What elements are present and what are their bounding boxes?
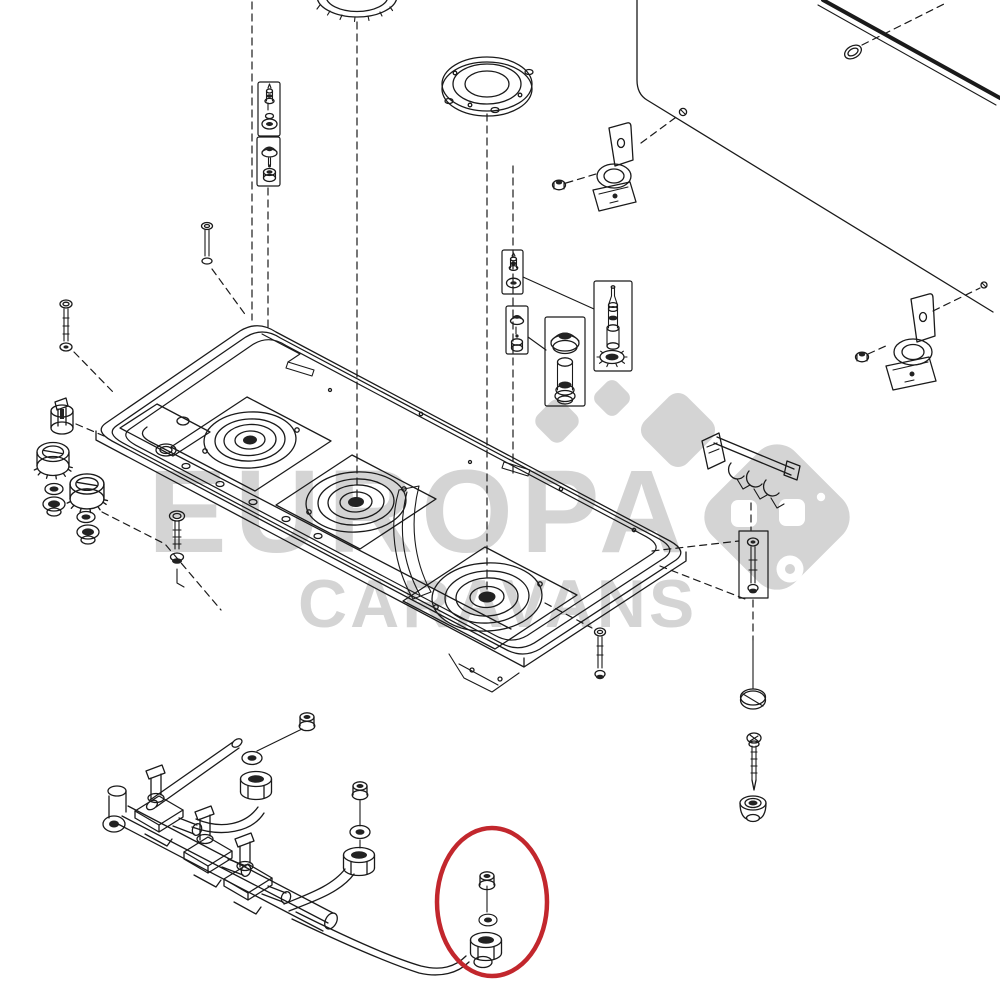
cap-nut-1	[298, 712, 316, 732]
screw-left-mid	[168, 510, 186, 588]
lid-screw	[678, 107, 688, 117]
trough-divider	[141, 426, 512, 630]
screw-top-left-1	[200, 221, 214, 265]
burner-large	[431, 562, 543, 632]
bracket-nut	[854, 351, 870, 363]
top-column-parts	[59, 0, 534, 352]
caravan-window-left	[731, 500, 757, 527]
fitting-nut-1	[239, 770, 273, 801]
burner-ring-top	[316, 0, 397, 23]
control-knob-1	[33, 441, 73, 480]
lid-hinge-bracket-left	[551, 122, 637, 212]
lid-hinge-bracket-right	[854, 293, 937, 391]
highlight-circle	[434, 825, 550, 979]
lid-hole	[843, 44, 863, 60]
control-well	[119, 403, 211, 457]
burner-plate-large	[402, 546, 578, 650]
gas-valve-2	[183, 805, 253, 888]
riser-pipe	[149, 741, 240, 808]
feed-pipe-3	[291, 911, 470, 976]
watermark-layer: EUROPA CARAVANS	[148, 380, 850, 642]
caravan-wheel-hub	[785, 564, 795, 574]
bracket-nut	[551, 179, 567, 191]
screw-kit-box	[738, 530, 769, 599]
burner-small	[203, 411, 297, 469]
washer-3	[478, 913, 498, 927]
fastener-column-right	[593, 530, 769, 823]
left-cluster	[33, 397, 186, 588]
feed-pipe-2	[283, 868, 355, 912]
grommet	[739, 795, 767, 823]
ignition-switch	[50, 397, 74, 435]
screw-below-pan	[593, 627, 607, 680]
fitting-nut-2	[342, 846, 376, 877]
line-drawing	[33, 0, 1000, 976]
glass-lid-panel	[636, 0, 1000, 313]
watermark-diamonds	[535, 380, 716, 468]
gas-manifold	[102, 712, 503, 976]
gas-valve-1	[134, 764, 204, 847]
burner-cup-kit-box	[544, 316, 586, 407]
ignition-distributor	[701, 432, 801, 509]
control-knob-2	[66, 473, 109, 514]
lid-screw-small	[980, 281, 988, 289]
caravan-door-dot	[816, 492, 826, 502]
burner-plate-small	[170, 396, 332, 492]
washer-1	[241, 750, 263, 766]
feed-pipe-1	[191, 806, 265, 834]
cap-nut-2	[351, 781, 369, 801]
burner-plate-mid	[275, 454, 437, 550]
caravan-logo-icon	[704, 444, 850, 590]
hob-pan	[95, 325, 687, 693]
long-screw	[746, 732, 762, 791]
electrode-kit-box	[593, 280, 633, 372]
caravan-window-right	[779, 499, 805, 526]
leader-lines	[73, 1, 981, 641]
thermo-kit-box-2	[505, 305, 529, 355]
burner-mid	[305, 471, 407, 533]
mounting-disc	[739, 690, 767, 710]
injector-kit-box-1	[257, 81, 281, 137]
screw-far-left	[59, 299, 73, 352]
washer-2	[349, 824, 371, 840]
thermo-kit-box-1	[256, 136, 281, 187]
burner-base-top	[441, 56, 534, 117]
